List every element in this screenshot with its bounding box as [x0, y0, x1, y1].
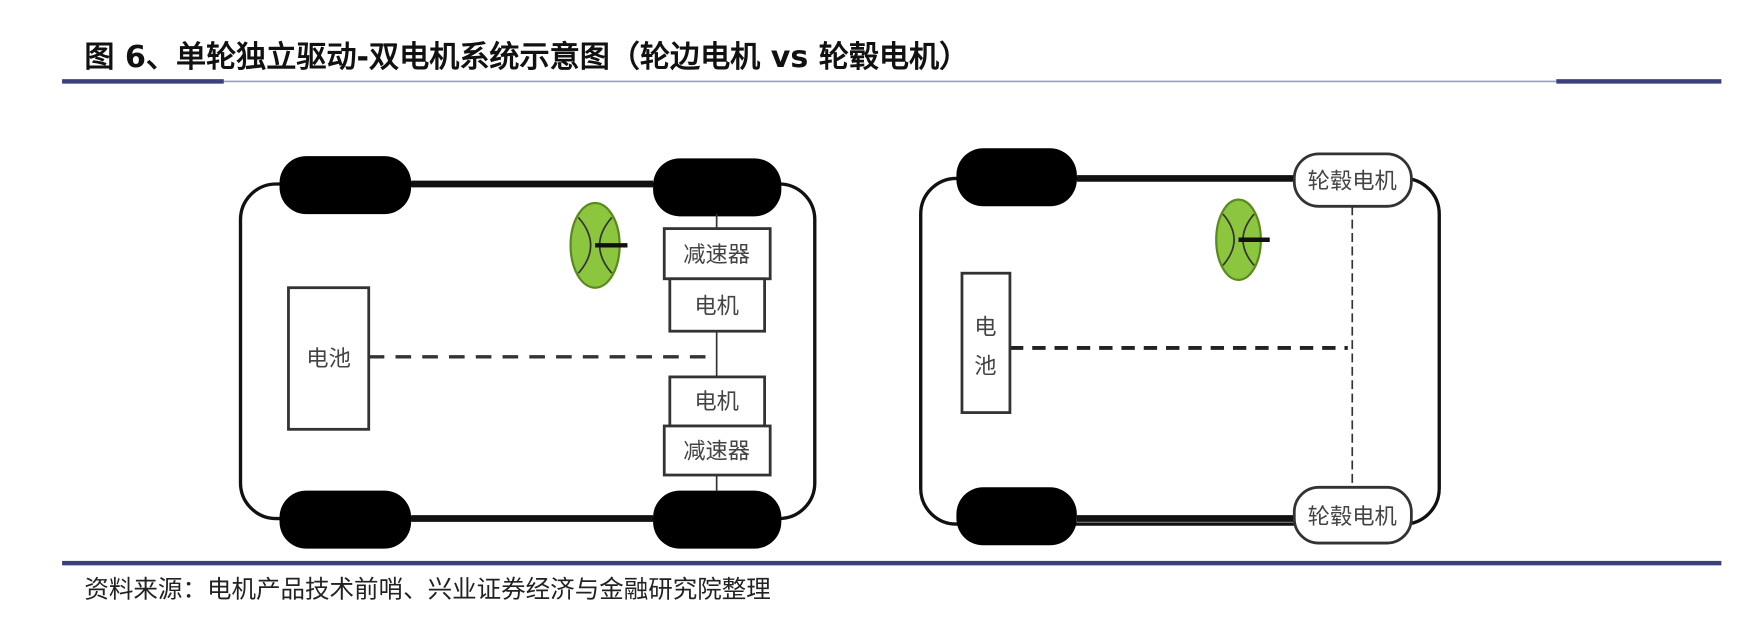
battery-label: 电池	[306, 346, 351, 372]
hub-motor-bottom	[1292, 485, 1413, 545]
hub-motor-bottom-label: 轮毂电机	[1308, 504, 1397, 530]
wheel-rear-left	[956, 487, 1077, 546]
reducer-top-label: 减速器	[683, 242, 750, 268]
reducer-top-box	[662, 227, 772, 281]
battery-box	[287, 286, 371, 431]
hub-motor-diagram: 电 池 轮毂电机 轮毂电机	[919, 148, 1441, 546]
figure-title: 图 6、单轮独立驱动-双电机系统示意图（轮边电机 vs 轮毂电机）	[84, 40, 969, 75]
source-rule	[62, 560, 1722, 566]
reducer-bottom-label: 减速器	[683, 438, 750, 464]
wheel-front-right	[653, 158, 782, 217]
battery-label-1: 电	[974, 315, 996, 341]
motor-top-label: 电机	[694, 293, 739, 319]
hub-motor-top	[1292, 152, 1413, 208]
wheel-rear-right	[653, 490, 782, 549]
wheel-front-left	[956, 148, 1077, 207]
hub-motor-top-label: 轮毂电机	[1308, 168, 1397, 194]
motor-top-box	[668, 277, 766, 333]
wheel-rear-left	[279, 490, 412, 549]
steering-wheel-icon	[1215, 198, 1270, 282]
battery-label-2: 池	[974, 354, 996, 380]
steering-wheel-icon	[569, 201, 628, 289]
motor-bottom-label: 电机	[694, 389, 739, 415]
wheel-side-motor-diagram: 电池 减速器 电机 电机 减速器	[238, 156, 817, 549]
source-note: 资料来源：电机产品技术前哨、兴业证券经济与金融研究院整理	[84, 575, 770, 604]
battery-box	[960, 271, 1012, 414]
title-rule	[62, 79, 1722, 84]
wheel-front-left	[279, 156, 412, 215]
reducer-bottom-box	[662, 424, 772, 477]
